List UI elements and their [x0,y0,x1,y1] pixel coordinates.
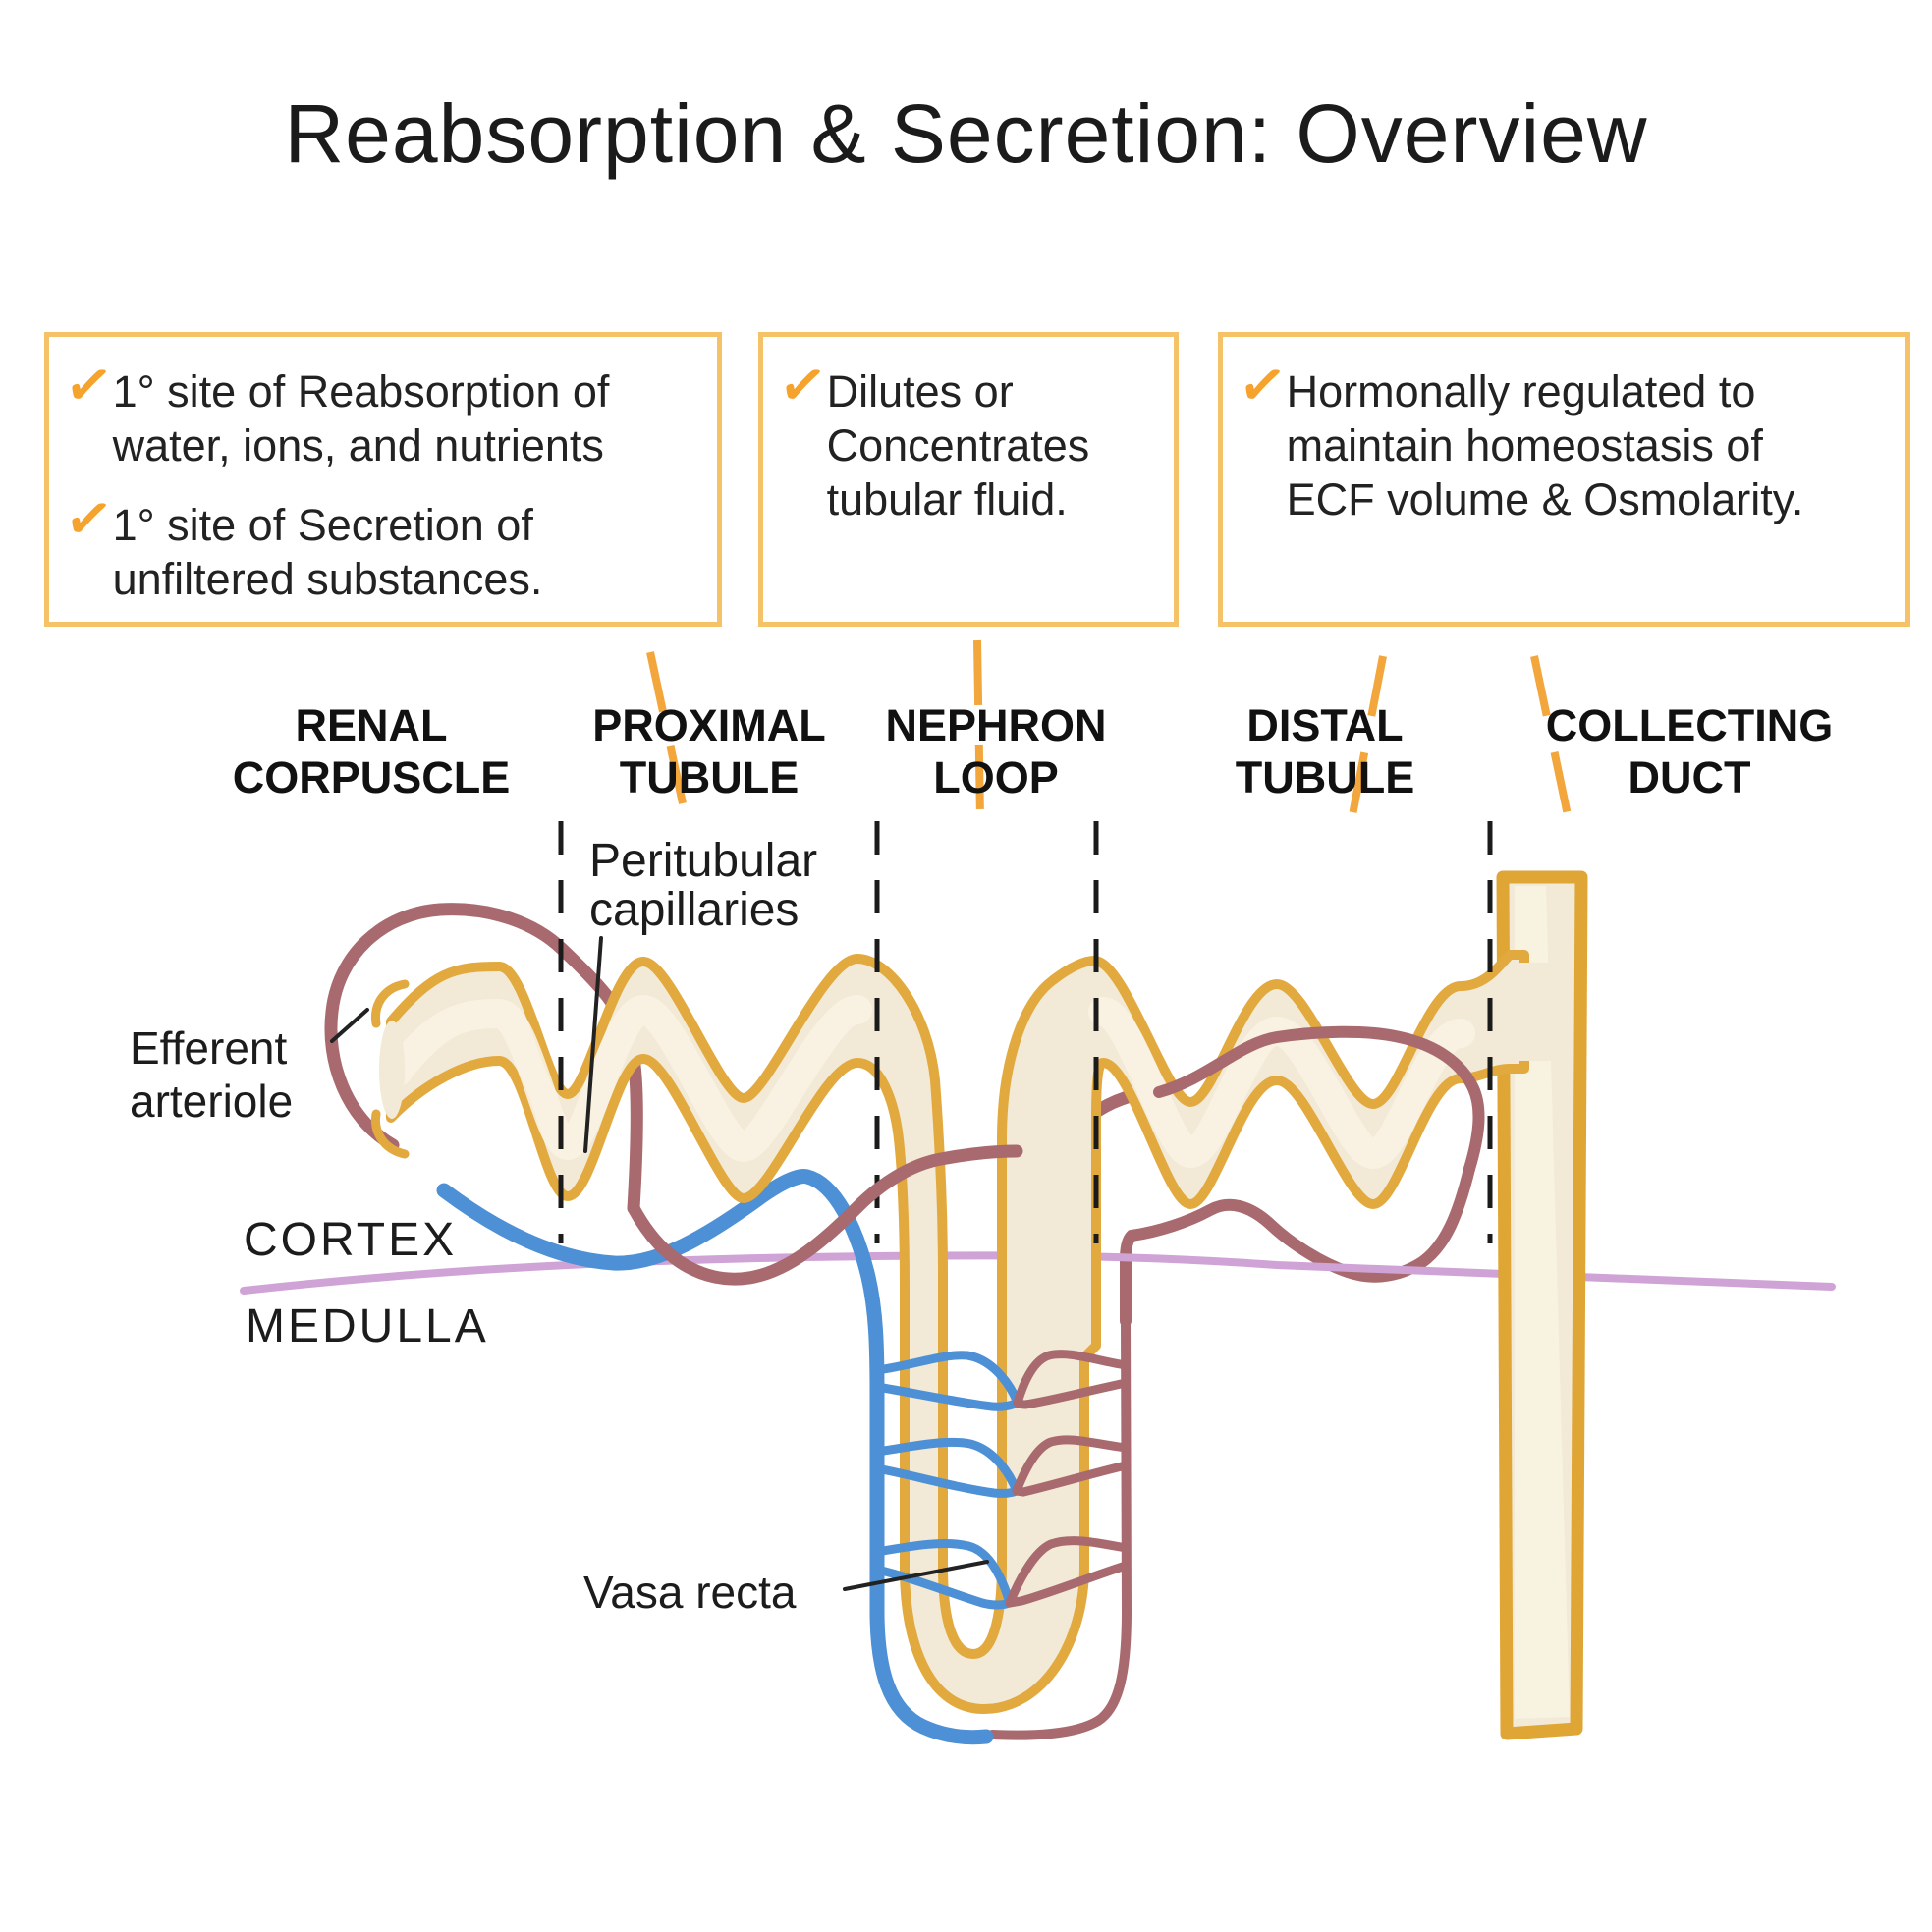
checkmark-icon: ✓ [774,350,831,421]
section-line: PROXIMAL [592,700,826,750]
section-label-collecting-duct: COLLECTING DUCT [1546,699,1833,803]
section-line: CORPUSCLE [232,752,511,802]
vasa-recta-blue [436,1169,994,1745]
section-line: RENAL [295,700,448,750]
pointer-lines [330,936,989,1591]
collecting-duct [1496,870,1588,1740]
bullet-hormonal: ✓ Hormonally regulated to maintain homeo… [1235,351,1886,526]
connector-dash [646,651,687,804]
tubule-highlight [382,994,872,1163]
vasa-recta-maroon-branches [1005,1350,1131,1608]
vasa-recta-maroon [987,1316,1132,1740]
label-vasa-recta: Vasa recta [583,1567,797,1618]
region-separators [558,821,1493,1243]
bullet-line: water, ions, and nutrients [112,420,604,470]
section-label-renal-corpuscle: RENAL CORPUSCLE [233,699,511,803]
callout-box-reabsorption: ✓ 1° site of Reabsorption of water, ions… [44,332,722,627]
renal-tubule [370,950,1566,1714]
section-line: DUCT [1628,752,1751,802]
bullet-line: unfiltered substances. [112,554,543,604]
peritubular-capillary-dct [1153,1025,1485,1175]
tubule-rim-bottom [370,1109,410,1159]
bullet-dilutes: ✓ Dilutes or Concentrates tubular fluid. [775,351,1154,526]
bullet-text: Hormonally regulated to maintain homeost… [1287,364,1804,526]
bullet-text: 1° site of Secretion of unfiltered subst… [113,498,543,606]
section-label-nephron-loop: NEPHRON LOOP [885,699,1106,803]
bullet-line: Hormonally regulated to [1286,366,1756,416]
blue-branch [872,1437,1021,1496]
section-line: COLLECTING [1545,700,1834,750]
maroon-branch [1013,1350,1131,1408]
label-line: Peritubular [589,835,818,887]
blue-branch [872,1539,1015,1608]
blue-branch [872,1463,1021,1498]
section-line: LOOP [933,752,1059,802]
bullet-line: Dilutes or [826,366,1014,416]
callout-box-hormonal: ✓ Hormonally regulated to maintain homeo… [1218,332,1910,627]
bullet-line: ECF volume & Osmolarity. [1286,474,1804,524]
callout-box-dilutes: ✓ Dilutes or Concentrates tubular fluid. [758,332,1179,627]
connector-dash [1530,655,1572,816]
bullet-line: tubular fluid. [826,474,1068,524]
maroon-branch [1012,1461,1131,1497]
section-line: TUBULE [619,752,800,802]
blue-branch [872,1351,1022,1408]
section-line: TUBULE [1235,752,1415,802]
connector-dash [1349,655,1387,816]
collecting-duct-highlight [1515,886,1570,1719]
section-label-proximal-tubule: PROXIMAL TUBULE [592,699,826,803]
maroon-branch [1005,1536,1131,1608]
connector-dash [973,639,984,819]
vasa-recta-blue-branches [872,1351,1022,1610]
section-line: DISTAL [1246,700,1404,750]
bullet-line: maintain homeostasis of [1286,420,1763,470]
tubule-open-end [379,1021,405,1119]
duct-junction-patch [1515,963,1566,1061]
label-line: Efferent [130,1022,288,1074]
label-medulla: MEDULLA [246,1300,489,1352]
checkmark-icon: ✓ [60,350,117,421]
label-cortex: CORTEX [244,1214,458,1266]
pointer-efferent [330,1008,369,1043]
bullet-reabsorption: ✓ 1° site of Reabsorption of water, ions… [61,351,697,472]
section-line: NEPHRON [885,700,1107,750]
bullet-line: 1° site of Reabsorption of [112,366,610,416]
checkmark-icon: ✓ [1234,350,1291,421]
bullet-secretion: ✓ 1° site of Secretion of unfiltered sub… [61,484,697,606]
bullet-line: 1° site of Secretion of [112,500,533,550]
bullet-line: Concentrates [826,420,1090,470]
blue-branch [872,1382,1022,1411]
maroon-branch [1005,1561,1131,1608]
callout-connector-dashes [646,639,1572,819]
bullet-text: 1° site of Reabsorption of water, ions, … [113,364,610,472]
label-line: arteriole [130,1076,294,1127]
tubule-rim-top [370,979,410,1028]
bullet-text: Dilutes or Concentrates tubular fluid. [827,364,1090,526]
label-peritubular-capillaries: Peritubular capillaries [589,837,817,935]
label-efferent-arteriole: Efferent arteriole [130,1021,293,1128]
pointer-peritubular [583,936,603,1153]
peritubular-capillary-dip [1120,1163,1475,1327]
label-line: capillaries [589,884,800,936]
page-title: Reabsorption & Secretion: Overview [284,87,1648,180]
maroon-branch [1012,1435,1131,1496]
pointer-vasa-recta [843,1560,989,1591]
peritubular-capillary-front [627,1144,1023,1286]
section-label-distal-tubule: DISTAL TUBULE [1236,699,1414,803]
checkmark-icon: ✓ [60,483,117,555]
maroon-branch [1013,1378,1131,1409]
